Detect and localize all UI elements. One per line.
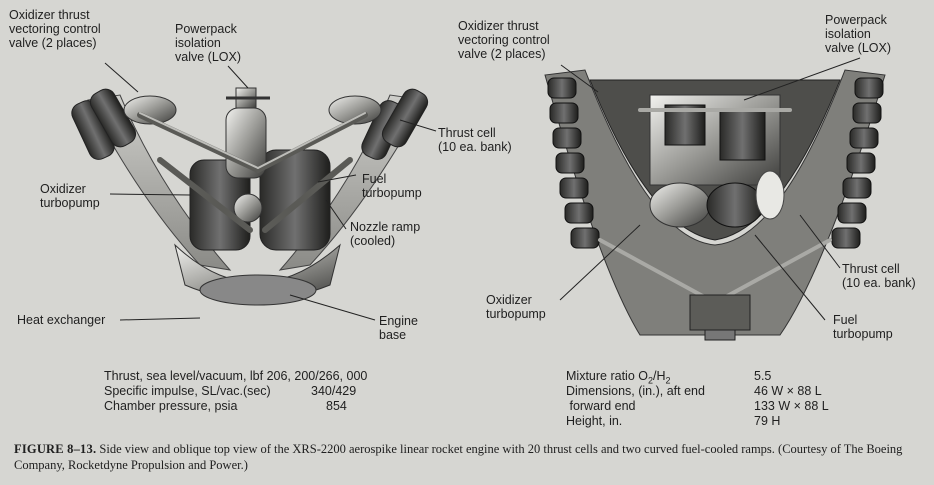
spec-isp-value: 340/429	[311, 384, 357, 398]
left-label-engine-base: Engine base	[379, 314, 418, 342]
spec-thrust: Thrust, sea level/vacuum, lbf 206, 200/2…	[104, 369, 368, 383]
right-label-oxidizer-tvc-valve: Oxidizer thrust vectoring control valve …	[458, 19, 550, 61]
left-label-heat-exchanger: Heat exchanger	[17, 313, 106, 327]
left-label-oxidizer-tvc-valve: Oxidizer thrust vectoring control valve …	[9, 8, 101, 50]
spec-isp-label: Specific impulse, SL/vac.(sec)	[104, 384, 271, 398]
spec-dimensions-aft-value: 46 W × 88 L	[754, 384, 822, 398]
left-label-thrust-cell: Thrust cell (10 ea. bank)	[438, 126, 512, 154]
right-label-fuel-turbopump: Fuel turbopump	[833, 313, 893, 341]
spec-dimensions-aft-label: Dimensions, (in.), aft end	[566, 384, 705, 398]
oblique-view-engine	[544, 69, 886, 341]
side-view-engine	[71, 87, 429, 306]
spec-height-label: Height, in.	[566, 414, 623, 428]
spec-mixture-ratio-label: Mixture ratio O2/H2	[566, 369, 671, 386]
spec-chamber-pressure-label: Chamber pressure, psia	[104, 399, 238, 413]
right-label-thrust-cell: Thrust cell (10 ea. bank)	[842, 262, 916, 290]
left-label-oxidizer-turbopump: Oxidizer turbopump	[40, 182, 100, 210]
spec-chamber-pressure-value: 854	[326, 399, 347, 413]
figure-caption: FIGURE 8–13. Side view and oblique top v…	[14, 441, 929, 473]
spec-dimensions-forward-value: 133 W × 88 L	[754, 399, 829, 413]
right-label-oxidizer-turbopump: Oxidizer turbopump	[486, 293, 546, 321]
figure-caption-label: FIGURE 8–13.	[14, 442, 97, 456]
leader-lines	[104, 57, 861, 321]
left-label-fuel-turbopump: Fuel turbopump	[362, 172, 422, 200]
right-label-powerpack-valve: Powerpack isolation valve (LOX)	[825, 13, 891, 55]
spec-mixture-ratio-value: 5.5	[754, 369, 772, 383]
spec-dimensions-forward-label: forward end	[566, 399, 636, 413]
figure-caption-text: Side view and oblique top view of the XR…	[14, 442, 903, 472]
left-label-nozzle-ramp: Nozzle ramp (cooled)	[350, 220, 421, 248]
spec-height-value: 79 H	[754, 414, 781, 428]
left-label-powerpack-valve: Powerpack isolation valve (LOX)	[175, 22, 241, 64]
